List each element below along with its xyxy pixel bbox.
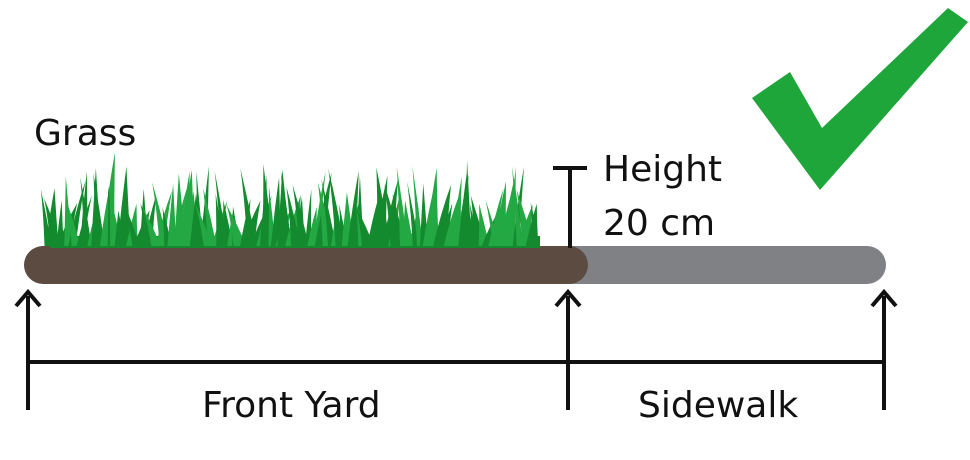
grass-blade xyxy=(270,177,282,246)
arrow-up-icon xyxy=(14,288,42,308)
grass-blade xyxy=(167,183,177,246)
grass-blade xyxy=(66,200,81,246)
grass-blade xyxy=(44,198,62,246)
grass-blade xyxy=(412,166,424,246)
grass-blade xyxy=(123,200,140,246)
grass-blade xyxy=(321,179,336,246)
grass-blade xyxy=(439,203,453,246)
grass-blade xyxy=(512,166,525,246)
grass-blade xyxy=(226,205,247,246)
grass-blades xyxy=(40,152,540,248)
sidewalk-label: Sidewalk xyxy=(638,385,799,426)
height-label: Height xyxy=(603,149,723,190)
grass-blade xyxy=(93,173,105,246)
front-yard-label: Front Yard xyxy=(202,385,381,426)
grass-blade xyxy=(280,171,292,246)
arrow-up-icon xyxy=(870,288,898,308)
grass-blade xyxy=(530,201,540,246)
grass-blade xyxy=(312,171,326,246)
soil-bar xyxy=(24,246,588,284)
grass-blade xyxy=(292,184,309,246)
grass-blade xyxy=(64,176,72,246)
sidewalk-bar xyxy=(548,246,886,284)
grass-blade xyxy=(443,193,460,246)
grass-blade xyxy=(240,168,257,246)
grass-blade xyxy=(511,166,524,246)
grass-blade xyxy=(402,200,414,246)
checkmark-icon xyxy=(752,8,968,190)
arrow-up-icon xyxy=(554,288,582,308)
grass-blade xyxy=(407,181,420,246)
grass-blade xyxy=(142,206,161,246)
height-value: 20 cm xyxy=(603,203,716,244)
grass-blade xyxy=(203,187,217,246)
grass-blade xyxy=(80,176,92,246)
grass-blade xyxy=(304,189,312,246)
grass-label: Grass xyxy=(34,113,137,154)
